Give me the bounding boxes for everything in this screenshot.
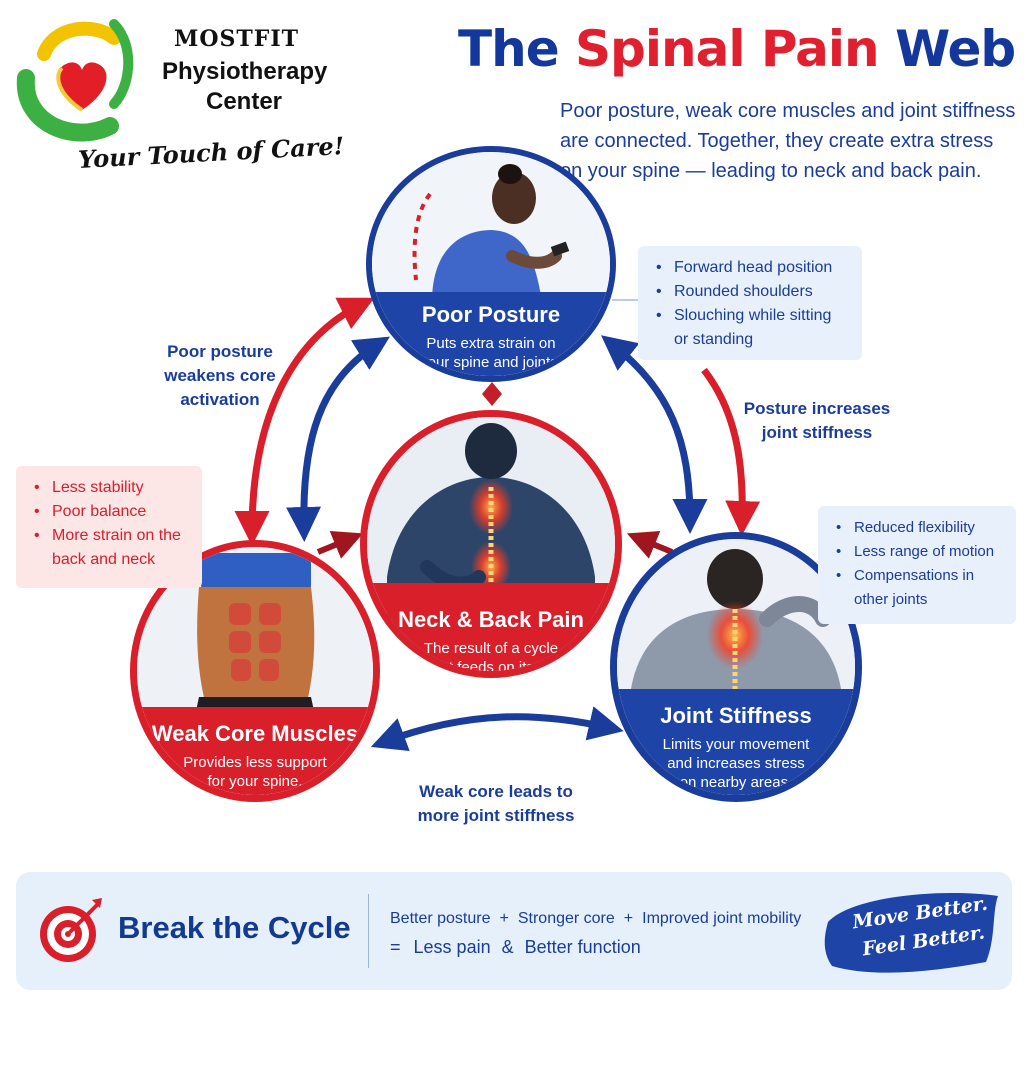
brush-stroke-badge: [824, 893, 998, 973]
core-symptom-item: More strain on the back and neck: [30, 524, 188, 572]
posture-symptom-item: Forward head position: [652, 256, 848, 280]
pain-label-band: Neck & Back Pain The result of a cycle t…: [367, 583, 615, 676]
stiffness-label-band: Joint Stiffness Limits your movement and…: [617, 689, 855, 795]
node-weak-core: Weak Core Muscles Provides less support …: [130, 540, 380, 802]
arrow-posture-to-core-red: [234, 297, 375, 546]
improvement-equation-line1: Better posture + Stronger core + Improved jo…: [390, 910, 801, 928]
stiffness-desc-1: Limits your movement: [662, 736, 810, 753]
stiffness-symptoms-box: Reduced flexibility Less range of motion…: [818, 506, 1016, 624]
core-symptom-item: Poor balance: [30, 500, 188, 524]
stiffness-desc-2: and increases stress: [667, 755, 805, 772]
improvement-equation-line2: = Less pain & Better function: [390, 937, 641, 958]
posture-label-band: Poor Posture Puts extra strain on your s…: [372, 292, 610, 376]
edge-label-posture-stiffness: Posture increases joint stiffness: [743, 399, 891, 442]
stiffness-desc-3: on nearby areas.: [679, 774, 793, 791]
core-title: Weak Core Muscles: [151, 721, 359, 746]
node-joint-stiffness: Joint Stiffness Limits your movement and…: [610, 532, 862, 802]
improvement-item: Better posture: [390, 910, 491, 927]
improvement-item: Stronger core: [517, 910, 615, 927]
arrow-posture-to-stiffness-blue: [601, 335, 708, 534]
posture-title: Poor Posture: [421, 302, 561, 327]
edge-label-posture-core: Poor posture weakens core activation: [164, 342, 276, 409]
plus-sign: +: [623, 910, 634, 927]
ampersand: &: [501, 937, 514, 957]
posture-desc-2: your spine and joints.: [420, 354, 562, 371]
arrow-posture-to-core-blue: [286, 336, 390, 542]
node-poor-posture: Poor Posture Puts extra strain on your s…: [366, 146, 616, 382]
title-part-2: Spinal Pain: [575, 20, 880, 78]
edge-label-core-stiffness: Weak core leads to more joint stiffness: [417, 782, 575, 825]
heart-hands-logo-icon: [16, 19, 134, 142]
core-label-band: Weak Core Muscles Provides less support …: [137, 707, 373, 795]
target-arrow-icon: [40, 898, 102, 962]
posture-desc-1: Puts extra strain on: [426, 335, 556, 352]
core-symptoms-box: Less stability Poor balance More strain …: [16, 466, 202, 588]
stiffness-symptom-item: Compensations in other joints: [832, 564, 1002, 612]
posture-symptom-item: Slouching while sitting or standing: [652, 304, 848, 352]
banner-divider: [368, 894, 369, 968]
diamond-connector: [482, 382, 502, 406]
arrow-core-to-stiffness-blue: [370, 706, 624, 752]
improvement-item: Improved joint mobility: [642, 910, 802, 927]
pain-title: Neck & Back Pain: [398, 607, 584, 632]
core-desc-1: Provides less support: [183, 754, 327, 771]
pain-desc-1: The result of a cycle: [423, 640, 559, 657]
title-part-1: The: [458, 20, 560, 78]
result-item: Better function: [524, 937, 641, 957]
stiffness-symptom-item: Reduced flexibility: [832, 516, 1002, 540]
page-title: The Spinal Pain Web: [458, 20, 1018, 78]
cycle-arrows: [234, 297, 761, 752]
page-subtitle: Poor posture, weak core muscles and join…: [560, 100, 1016, 182]
plus-sign: +: [499, 910, 509, 927]
stiffness-title: Joint Stiffness: [660, 703, 812, 728]
core-desc-2: for your spine.: [207, 773, 303, 790]
stiffness-symptom-item: Less range of motion: [832, 540, 1002, 564]
break-cycle-title: Break the Cycle: [118, 910, 351, 945]
result-item: Less pain: [413, 937, 491, 957]
posture-symptom-item: Rounded shoulders: [652, 280, 848, 304]
equals-sign: =: [390, 937, 401, 957]
node-neck-back-pain: Neck & Back Pain The result of a cycle t…: [360, 410, 622, 678]
logo-name-line1: MOSTFIT: [174, 26, 300, 52]
brand-logo: MOSTFIT Physiotherapy Center Your Touch …: [14, 14, 354, 184]
core-symptom-item: Less stability: [30, 476, 188, 500]
logo-name-line3: Center: [206, 88, 283, 115]
pain-desc-2: that feeds on itself.: [428, 659, 554, 676]
posture-symptoms-box: Forward head position Rounded shoulders …: [638, 246, 862, 360]
title-part-3: Web: [895, 20, 1016, 78]
arrow-posture-to-stiffness-red: [701, 367, 761, 536]
logo-name-line2: Physiotherapy: [162, 58, 328, 85]
